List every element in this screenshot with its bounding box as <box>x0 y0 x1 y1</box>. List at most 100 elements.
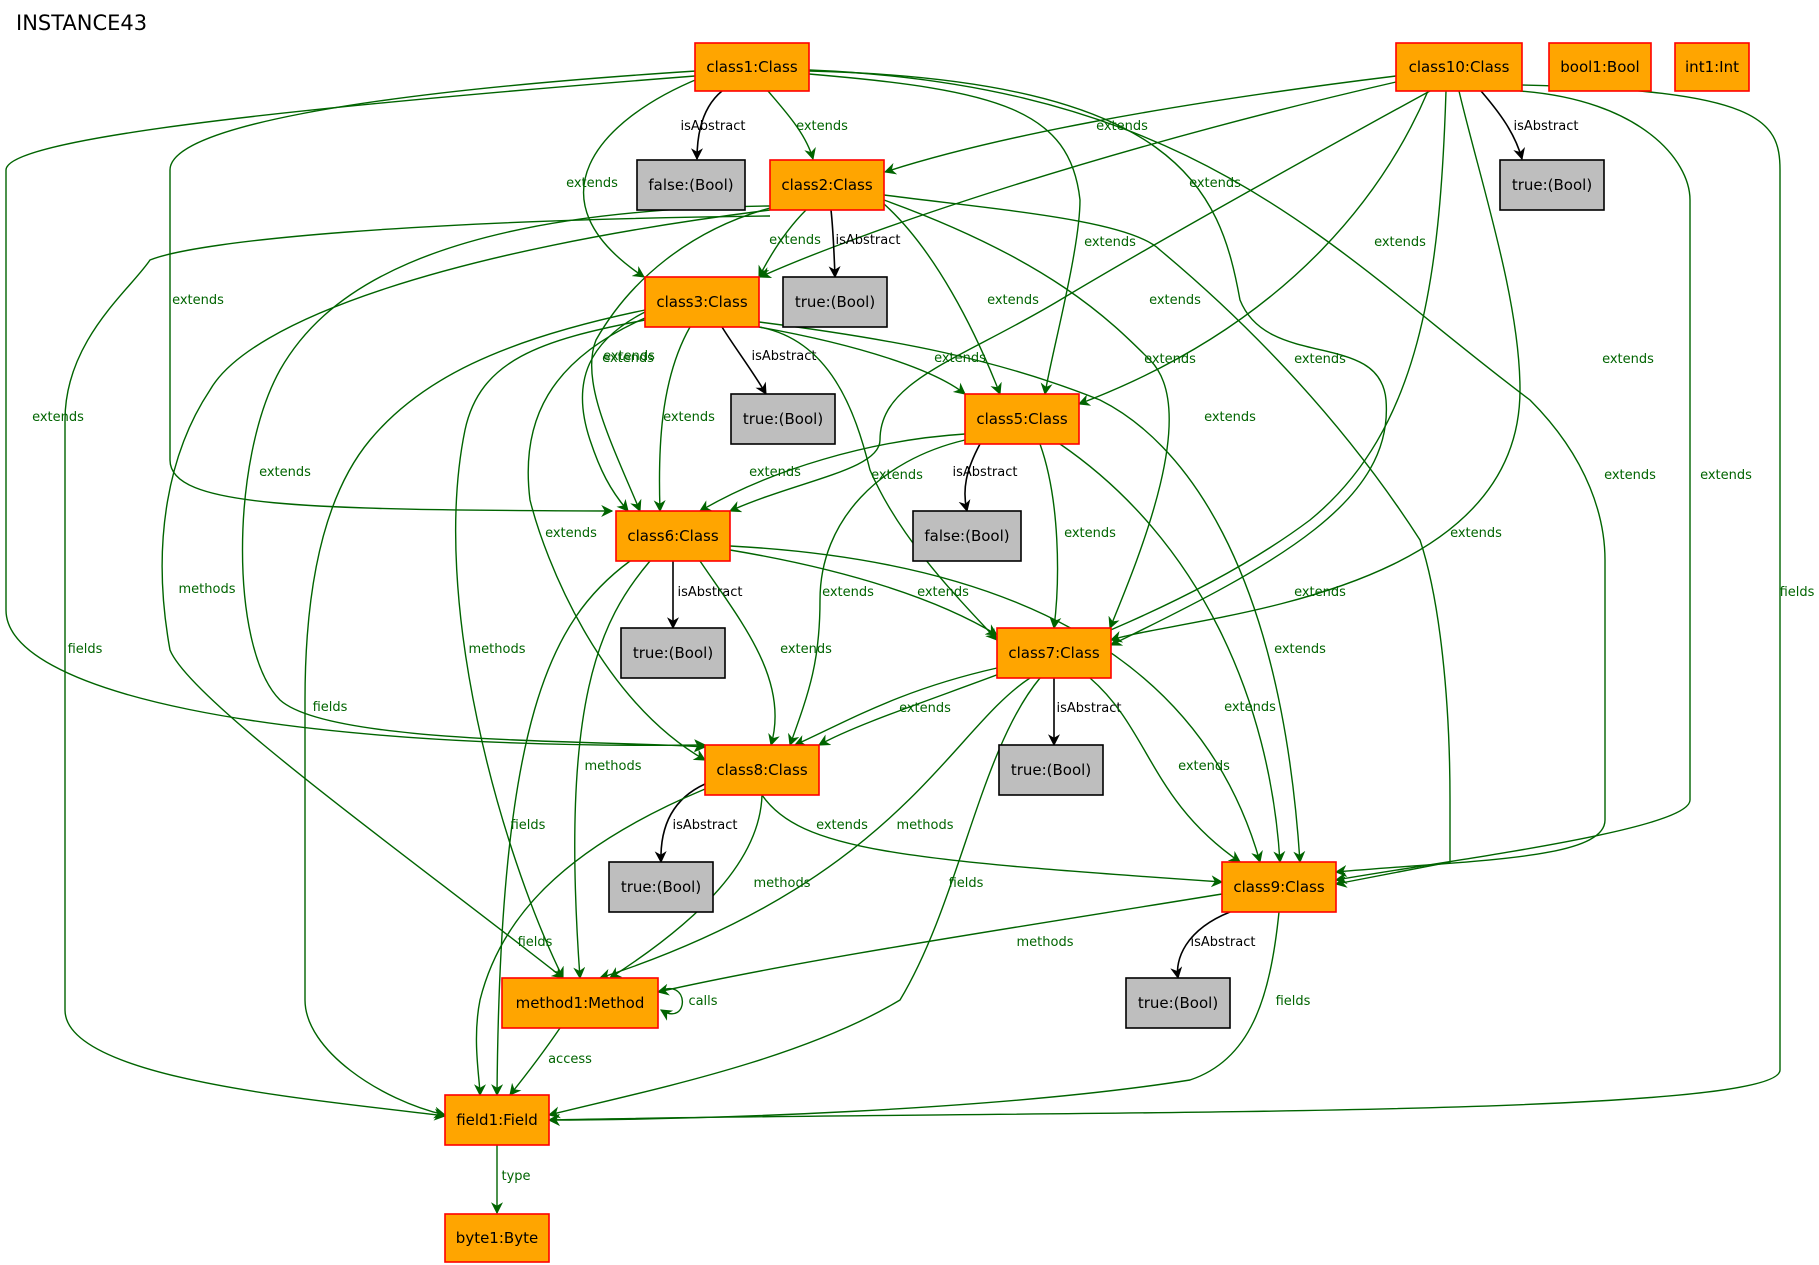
node-class6[interactable]: class6:Class <box>615 510 731 562</box>
node-v-false1[interactable]: false:(Bool) <box>636 159 746 211</box>
node-label: class2:Class <box>781 176 872 194</box>
node-class7[interactable]: class7:Class <box>996 627 1112 679</box>
edge-class10-class8: extends <box>817 90 1447 746</box>
edge-label-methods: methods <box>897 818 954 833</box>
edge-line <box>304 309 646 1119</box>
class-node-box <box>1548 42 1652 92</box>
edge-line <box>491 560 631 1097</box>
node-v-true7[interactable]: true:(Bool) <box>998 744 1104 796</box>
edge-label-extends: extends <box>1700 468 1752 483</box>
edge-class9-v_true9: isAbstract <box>1170 911 1256 980</box>
edge-class5-class7: extends <box>1039 443 1116 630</box>
node-v-true8[interactable]: true:(Bool) <box>608 861 714 913</box>
node-method1[interactable]: method1:Method <box>501 977 659 1029</box>
edge-method1-field1: access <box>509 1027 592 1096</box>
edge-label-extends: extends <box>1144 352 1196 367</box>
edge-label-extends: extends <box>1189 176 1241 191</box>
node-byte1[interactable]: byte1:Byte <box>444 1213 550 1263</box>
value-node-box <box>1125 977 1231 1029</box>
edge-line <box>1039 443 1062 630</box>
edge-line <box>455 319 646 980</box>
node-class10[interactable]: class10:Class <box>1395 42 1523 92</box>
edge-line <box>608 794 763 979</box>
edge-label-isabstract: isAbstract <box>836 233 901 248</box>
edge-line <box>883 194 1451 888</box>
node-label: class6:Class <box>627 527 718 545</box>
edge-label-extends: extends <box>871 468 923 483</box>
edge-label-extends: extends <box>566 176 618 191</box>
node-label: bool1:Bool <box>1560 58 1639 76</box>
edge-label-isabstract: isAbstract <box>1191 935 1256 950</box>
class-node-box <box>704 744 820 796</box>
class-node-box <box>1221 861 1337 913</box>
node-label: method1:Method <box>516 994 645 1012</box>
edge-class10-field1: fields <box>547 84 1815 1126</box>
edge-class1-class2: extends <box>767 90 848 161</box>
edge-line <box>958 443 981 513</box>
edge-label-fields: fields <box>949 876 984 891</box>
node-label: class9:Class <box>1233 878 1324 896</box>
node-label: class5:Class <box>976 410 1067 428</box>
edge-line <box>793 667 998 746</box>
node-label: true:(Bool) <box>1011 761 1091 779</box>
edge-class8-method1: methods <box>608 794 811 979</box>
edge-label-fields: fields <box>1276 994 1311 1009</box>
node-v-true10[interactable]: true:(Bool) <box>1499 159 1605 211</box>
edge-class3-method1: methods <box>455 319 646 980</box>
edge-class10-class5: extends <box>1077 90 1429 406</box>
edge-label-fields: fields <box>313 700 348 715</box>
node-class2[interactable]: class2:Class <box>769 159 885 211</box>
edge-label-methods: methods <box>754 876 811 891</box>
edge-line <box>883 75 1397 175</box>
edge-label-extends: extends <box>663 410 715 425</box>
edge-label-isabstract: isAbstract <box>752 349 817 364</box>
node-v-false5[interactable]: false:(Bool) <box>912 510 1022 562</box>
edge-line <box>161 209 771 979</box>
edge-class7-field1: fields <box>547 677 1041 1119</box>
class-node-box <box>1395 42 1523 92</box>
node-label: true:(Bool) <box>621 878 701 896</box>
value-node-box <box>912 510 1022 562</box>
edge-label-extends: extends <box>822 585 874 600</box>
edge-label-extends: extends <box>1604 468 1656 483</box>
edge-line <box>1077 90 1429 406</box>
edge-line <box>698 433 966 512</box>
edge-line <box>509 1027 561 1096</box>
edge-class5-v_false5: isAbstract <box>953 443 1017 513</box>
edge-label-extends: extends <box>545 526 597 541</box>
node-v-true9[interactable]: true:(Bool) <box>1125 977 1231 1029</box>
edge-label-extends: extends <box>32 410 84 425</box>
edge-line <box>473 788 706 1097</box>
node-v-true2[interactable]: true:(Bool) <box>782 276 888 328</box>
class-node-box <box>501 977 659 1029</box>
edge-line <box>699 560 780 747</box>
class-node-box <box>444 1213 550 1263</box>
edge-class7-v_true7: isAbstract <box>1048 678 1121 747</box>
node-field1[interactable]: field1:Field <box>444 1094 550 1146</box>
node-class9[interactable]: class9:Class <box>1221 861 1337 913</box>
edge-line <box>657 987 684 1021</box>
edge-class3-class8: extends <box>527 317 707 761</box>
edge-class7-class8: extends <box>793 667 998 746</box>
edge-label-extends: extends <box>749 465 801 480</box>
node-int1[interactable]: int1:Int <box>1674 42 1750 92</box>
node-v-true6[interactable]: true:(Bool) <box>620 627 726 679</box>
edge-class9-method1: methods <box>656 893 1223 996</box>
edge-label-extends: extends <box>1274 642 1326 657</box>
edge-label-extends: extends <box>1294 585 1346 600</box>
node-v-true3[interactable]: true:(Bool) <box>730 393 836 445</box>
edge-class2-class9: extends <box>883 194 1502 888</box>
node-bool1[interactable]: bool1:Bool <box>1548 42 1652 92</box>
value-node-box <box>730 393 836 445</box>
node-class5[interactable]: class5:Class <box>964 393 1080 445</box>
edge-label-extends: extends <box>816 818 868 833</box>
node-class3[interactable]: class3:Class <box>644 276 760 328</box>
edge-label-fields: fields <box>511 818 546 833</box>
edge-class1-class3: extends <box>566 77 701 278</box>
node-label: true:(Bool) <box>1512 176 1592 194</box>
edge-class3-class9: extends <box>758 321 1346 864</box>
node-class1[interactable]: class1:Class <box>694 42 810 92</box>
node-label: false:(Bool) <box>648 176 733 194</box>
node-class8[interactable]: class8:Class <box>704 744 820 796</box>
